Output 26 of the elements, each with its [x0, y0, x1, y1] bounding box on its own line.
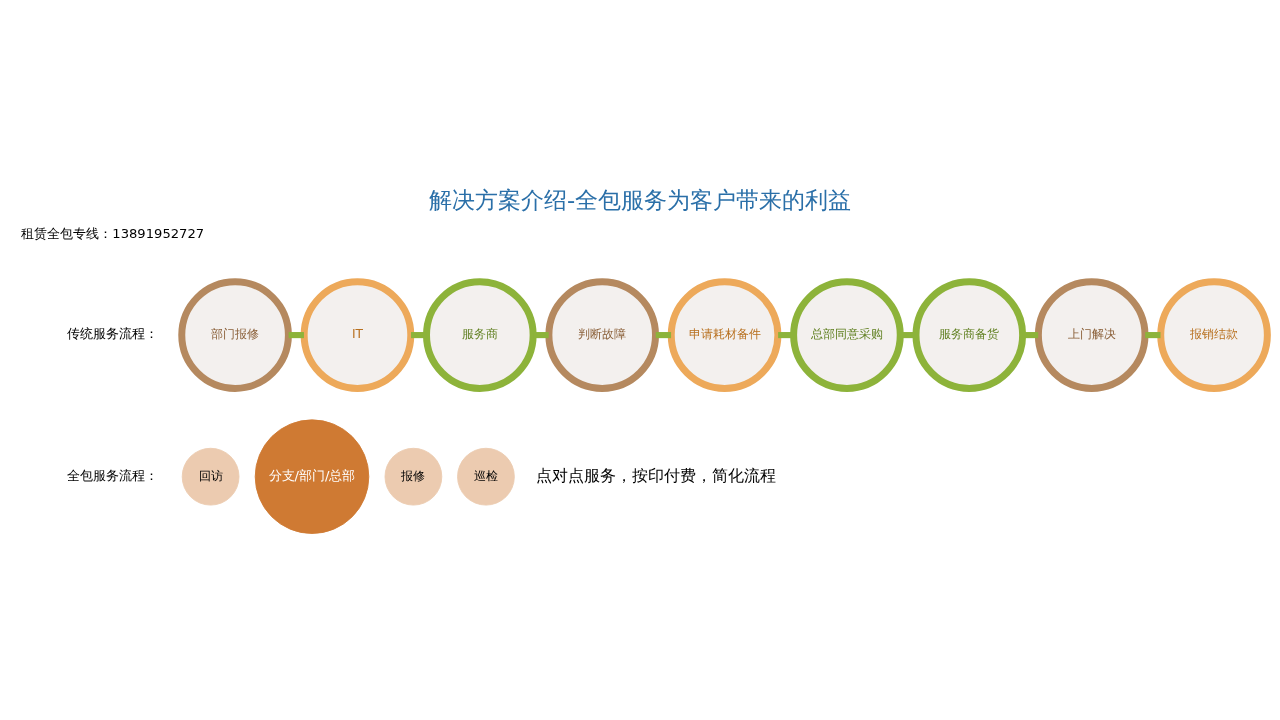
connector [411, 332, 427, 339]
connector [655, 332, 672, 339]
node-circle: 报修 [384, 447, 443, 506]
node-circle: 部门报修 [178, 278, 292, 392]
node-circle: 服务商 [423, 278, 537, 392]
label: 租赁全包专线：13891952727 [21, 225, 205, 241]
node-circle: IT [300, 278, 415, 392]
node-circle: 申请耗材备件 [667, 278, 782, 392]
connector [778, 332, 794, 339]
connector [1022, 332, 1039, 339]
node-circle: 报销结款 [1157, 278, 1271, 392]
node-circle: 上门解决 [1034, 278, 1149, 392]
label: 全包服务流程： [67, 467, 159, 483]
diagram-title: 解决方案介绍-全包服务为客户带来的利益 [428, 187, 852, 214]
node-circle: 回访 [181, 447, 240, 506]
label: 传统服务流程： [67, 326, 159, 342]
node-circle: 服务商备货 [912, 278, 1027, 392]
node-circle: 分支/部门/总部 [254, 419, 370, 534]
label: 点对点服务，按印付费，简化流程 [535, 465, 776, 485]
node-circle: 总部同意采购 [790, 278, 904, 392]
connector [288, 332, 304, 339]
node-circle: 巡检 [457, 447, 515, 506]
connector [1145, 332, 1161, 339]
connector [900, 332, 916, 339]
node-circle: 判断故障 [545, 278, 659, 392]
connector [533, 332, 549, 339]
